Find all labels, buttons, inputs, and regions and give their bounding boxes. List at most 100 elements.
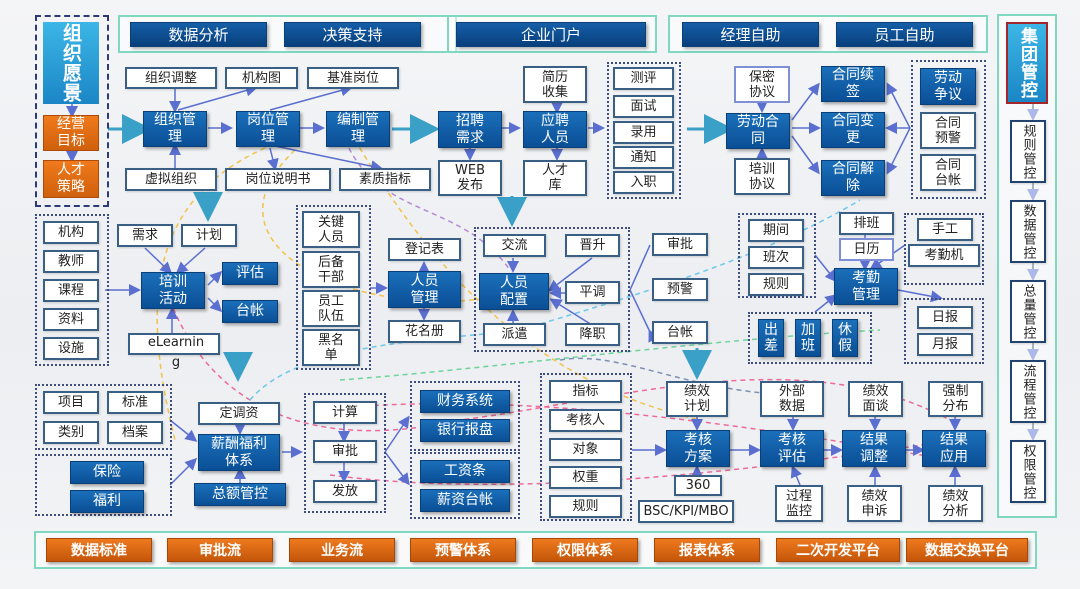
personnel-management-box[interactable]: 人员管理 (388, 271, 461, 308)
promotion-box[interactable]: 晋升 (565, 234, 620, 257)
allocation-warning-box[interactable]: 预警 (652, 278, 708, 301)
comp-item-archive[interactable]: 档案 (107, 421, 163, 444)
recruit-demand-box[interactable]: 招聘需求 (438, 111, 502, 148)
perf-interview-box[interactable]: 绩效面谈 (848, 381, 903, 417)
transfer-box[interactable]: 平调 (565, 281, 620, 304)
assessment-evaluate-box[interactable]: 考核评估 (760, 430, 824, 467)
result-adjust-box[interactable]: 结果调整 (842, 430, 906, 467)
recruit-step-notify[interactable]: 通知 (613, 146, 674, 169)
comp-item-standard[interactable]: 标准 (107, 391, 163, 414)
labor-dispute-box[interactable]: 劳动争议 (920, 68, 976, 105)
total-control-box[interactable]: 总量管控 (1010, 280, 1046, 343)
enterprise-portal-button[interactable]: 企业门户 (456, 22, 646, 47)
applicant-box[interactable]: 应聘人员 (523, 111, 587, 148)
result-apply-box[interactable]: 结果应用 (922, 430, 986, 467)
exchange-box[interactable]: 交流 (483, 234, 546, 257)
training-agreement-box[interactable]: 培训协议 (734, 158, 790, 195)
forced-distribution-box[interactable]: 强制分布 (928, 381, 983, 417)
business-goal-box[interactable]: 经营目标 (43, 115, 99, 151)
permission-control-box[interactable]: 权限管控 (1010, 440, 1046, 503)
manual-input-box[interactable]: 手工 (917, 218, 973, 241)
org-vision-box[interactable]: 组织愿景 (43, 22, 99, 104)
virtual-org-box[interactable]: 虚拟组织 (125, 168, 217, 191)
finance-system-box[interactable]: 财务系统 (420, 390, 510, 413)
calculate-box[interactable]: 计算 (313, 401, 377, 424)
attendance-rule-box[interactable]: 规则 (748, 273, 804, 296)
training-plan-box[interactable]: 计划 (181, 224, 237, 247)
training-resource-institution[interactable]: 机构 (43, 221, 99, 244)
daily-report-box[interactable]: 日报 (917, 306, 973, 329)
platform-data-standard[interactable]: 数据标准 (46, 538, 152, 562)
employee-self-service-button[interactable]: 员工自助 (836, 22, 973, 47)
platform-business-flow[interactable]: 业务流 (289, 538, 395, 562)
benchmark-post-box[interactable]: 基准岗位 (307, 67, 399, 89)
talent-pool-box[interactable]: 人才库 (523, 160, 587, 196)
external-data-box[interactable]: 外部数据 (760, 381, 824, 417)
dispatch-box[interactable]: 派遣 (483, 323, 546, 346)
contract-terminate-box[interactable]: 合同解除 (821, 160, 885, 196)
contract-change-box[interactable]: 合同变更 (821, 112, 885, 148)
manager-self-service-button[interactable]: 经理自助 (682, 22, 819, 47)
overtime-box[interactable]: 加班 (795, 319, 821, 357)
labor-contract-box[interactable]: 劳动合同 (726, 113, 790, 149)
business-trip-box[interactable]: 出差 (758, 319, 784, 357)
recruit-step-assess[interactable]: 测评 (613, 67, 674, 90)
contract-ledger-box[interactable]: 合同台帐 (920, 154, 976, 191)
attendance-management-box[interactable]: 考勤管理 (834, 268, 898, 305)
perf-analysis-box[interactable]: 绩效分析 (928, 485, 983, 522)
elearning-box[interactable]: eLearning (128, 333, 220, 370)
training-resource-facility[interactable]: 设施 (43, 337, 99, 360)
monthly-report-box[interactable]: 月报 (917, 333, 973, 356)
calendar-box[interactable]: 日历 (839, 238, 894, 261)
resume-collect-box[interactable]: 简历收集 (523, 66, 587, 103)
demotion-box[interactable]: 降职 (565, 323, 620, 346)
bank-transfer-box[interactable]: 银行报盘 (420, 419, 510, 442)
method-360-box[interactable]: 360 (674, 475, 722, 496)
rule-control-box[interactable]: 规则管控 (1010, 120, 1046, 183)
process-control-box[interactable]: 流程管控 (1010, 360, 1046, 423)
talent-strategy-box[interactable]: 人才策略 (43, 160, 99, 198)
registration-form-box[interactable]: 登记表 (388, 238, 461, 261)
perf-indicator-box[interactable]: 指标 (549, 380, 622, 403)
payroll-ledger-box[interactable]: 薪资台帐 (420, 489, 510, 512)
scheduling-box[interactable]: 排班 (839, 212, 894, 235)
platform-dev-platform[interactable]: 二次开发平台 (776, 538, 900, 562)
payslip-box[interactable]: 工资条 (420, 460, 510, 483)
platform-warning-system[interactable]: 预警体系 (410, 538, 516, 562)
recruit-step-onboard[interactable]: 入职 (613, 171, 674, 194)
org-chart-box[interactable]: 机构图 (225, 67, 298, 89)
perf-plan-box[interactable]: 绩效计划 (666, 381, 728, 417)
competency-index-box[interactable]: 素质指标 (339, 168, 431, 191)
training-resource-course[interactable]: 课程 (43, 279, 99, 302)
comp-item-project[interactable]: 项目 (43, 391, 99, 414)
shift-box[interactable]: 班次 (748, 246, 804, 269)
recruit-step-hire[interactable]: 录用 (613, 121, 674, 144)
platform-approval-flow[interactable]: 审批流 (167, 538, 273, 562)
group-control-title[interactable]: 集团管控 (1006, 22, 1048, 104)
staffing-management-box[interactable]: 编制管理 (326, 111, 390, 147)
perf-target-box[interactable]: 对象 (549, 438, 622, 461)
training-ledger-box[interactable]: 台帐 (222, 300, 278, 323)
training-evaluate-box[interactable]: 评估 (222, 262, 278, 285)
perf-appeal-box[interactable]: 绩效申诉 (847, 485, 902, 522)
vacation-box[interactable]: 休假 (832, 319, 858, 357)
total-amount-control-box[interactable]: 总额管控 (194, 483, 286, 506)
decision-support-button[interactable]: 决策支持 (284, 22, 421, 47)
contract-renew-box[interactable]: 合同续签 (821, 66, 885, 102)
personnel-allocation-box[interactable]: 人员配置 (479, 273, 549, 310)
comp-benefit-system-box[interactable]: 薪酬福利体系 (198, 434, 280, 471)
assessment-scheme-box[interactable]: 考核方案 (666, 430, 730, 467)
process-monitor-box[interactable]: 过程监控 (775, 485, 823, 522)
platform-data-exchange[interactable]: 数据交换平台 (906, 538, 1028, 562)
contract-warning-box[interactable]: 合同预警 (920, 112, 976, 149)
allocation-ledger-box[interactable]: 台帐 (652, 321, 708, 344)
platform-permission-system[interactable]: 权限体系 (532, 538, 638, 562)
period-box[interactable]: 期间 (748, 219, 804, 242)
payout-box[interactable]: 发放 (313, 480, 377, 503)
allocation-approve-box[interactable]: 审批 (652, 233, 708, 256)
training-resource-material[interactable]: 资料 (43, 308, 99, 331)
perf-rule-box[interactable]: 规则 (549, 495, 622, 518)
key-personnel-box[interactable]: 关键人员 (302, 211, 360, 248)
org-adjust-box[interactable]: 组织调整 (125, 67, 217, 89)
data-control-box[interactable]: 数据管控 (1010, 200, 1046, 263)
